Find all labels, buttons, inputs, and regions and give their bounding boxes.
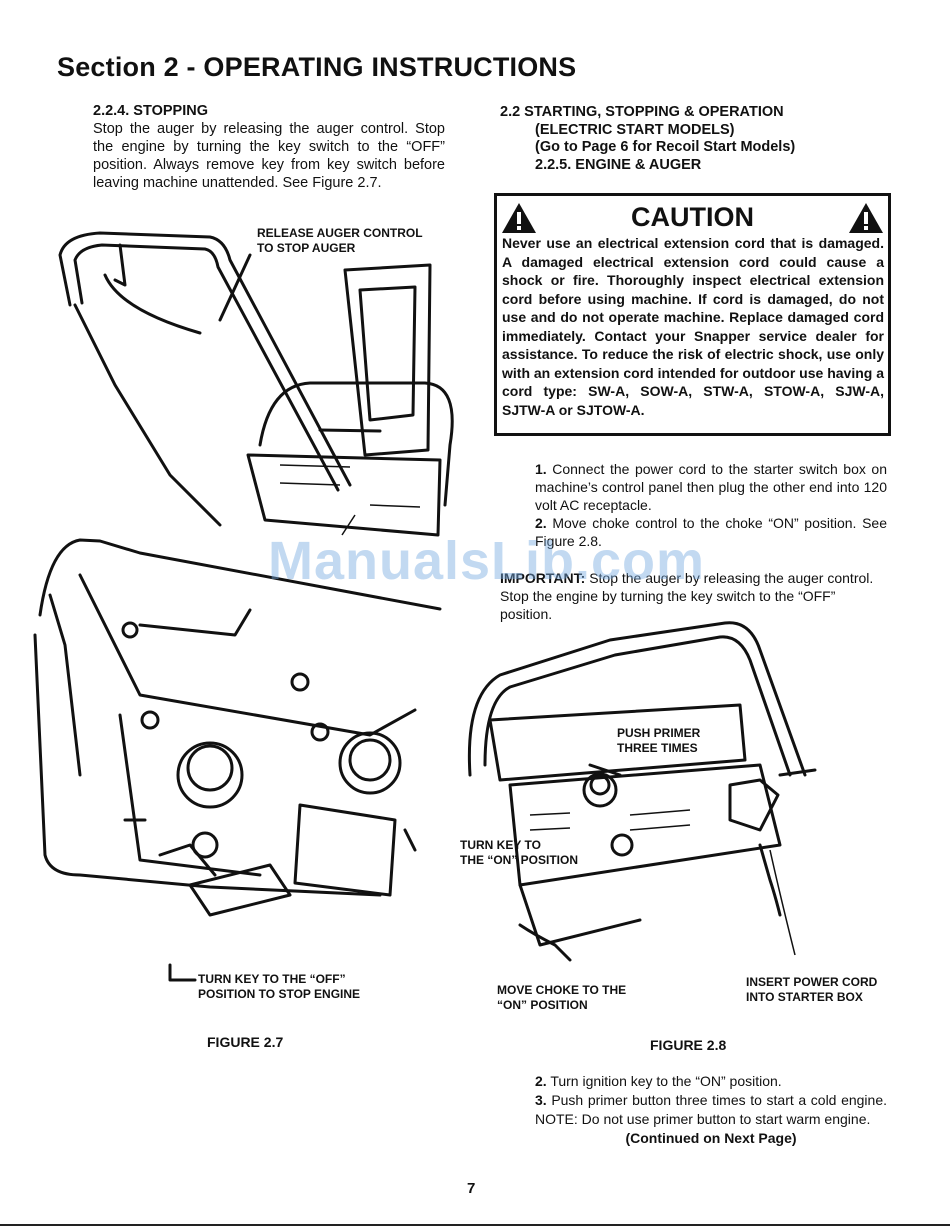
caution-title: CAUTION	[631, 202, 754, 232]
step-item: 2. Turn ignition key to the “ON” positio…	[535, 1072, 887, 1091]
step-item: 3. Push primer button three times to sta…	[535, 1091, 887, 1129]
caution-box: CAUTION Never use an electrical extensio…	[494, 193, 891, 436]
step-text: Connect the power cord to the starter sw…	[535, 461, 888, 513]
warning-triangle-icon	[502, 203, 536, 233]
important-note: IMPORTANT: Stop the auger by releasing t…	[500, 569, 887, 623]
steps-list-a: 1. Connect the power cord to the starter…	[535, 460, 887, 550]
callout-release-auger: RELEASE AUGER CONTROL TO STOP AUGER	[257, 226, 423, 256]
step-number: 3.	[535, 1092, 547, 1108]
callout-text: TURN KEY TO	[460, 838, 541, 852]
steps-list-b: 2. Turn ignition key to the “ON” positio…	[535, 1072, 887, 1148]
callout-text: THE “ON” POSITION	[460, 853, 579, 867]
caution-header: CAUTION	[497, 196, 888, 234]
step-item: 2. Move choke control to the choke “ON” …	[535, 514, 887, 550]
step-item: 1. Connect the power cord to the starter…	[535, 460, 887, 514]
callout-key-on: TURN KEY TO THE “ON” POSITION	[460, 838, 578, 868]
step-number: 2.	[535, 515, 547, 531]
important-label: IMPORTANT:	[500, 570, 586, 586]
callout-text: INSERT POWER CORD	[746, 975, 878, 989]
callout-text: POSITION TO STOP ENGINE	[198, 987, 361, 1001]
stopping-section: 2.2.4. STOPPING Stop the auger by releas…	[93, 102, 445, 192]
callout-text: RELEASE AUGER CONTROL	[257, 226, 423, 240]
callout-text: MOVE CHOKE TO THE	[497, 983, 627, 997]
continued-note: (Continued on Next Page)	[625, 1130, 797, 1146]
step-text: Move choke control to the choke “ON” pos…	[535, 515, 888, 549]
starting-heading-line1: 2.2 STARTING, STOPPING & OPERATION	[500, 104, 784, 120]
callout-text: INTO STARTER BOX	[746, 990, 863, 1004]
stopping-body: Stop the auger by releasing the auger co…	[93, 121, 445, 191]
callout-key-off: TURN KEY TO THE “OFF” POSITION TO STOP E…	[198, 972, 360, 1002]
figure-2-7-illustration	[33, 231, 454, 982]
callout-choke-on: MOVE CHOKE TO THE “ON” POSITION	[497, 983, 626, 1013]
starting-heading-line3: (Go to Page 6 for Recoil Start Models)	[535, 139, 796, 155]
starting-heading-line4: 2.2.5. ENGINE & AUGER	[535, 156, 702, 173]
figure-2-7-caption: FIGURE 2.7	[207, 1034, 284, 1050]
step-text: Push primer button three times to start …	[535, 1092, 888, 1127]
important-text: Stop the auger by releasing the auger co…	[500, 570, 874, 622]
starting-heading-line2: (ELECTRIC START MODELS)	[535, 121, 735, 138]
watermark: ManualsLib.com	[268, 531, 706, 591]
starting-heading: 2.2 STARTING, STOPPING & OPERATION (ELEC…	[500, 104, 880, 174]
figure-2-8-illustration	[467, 621, 817, 962]
step-text: Turn ignition key to the “ON” position.	[550, 1073, 782, 1089]
callout-push-primer: PUSH PRIMER THREE TIMES	[617, 726, 700, 756]
section-title: Section 2 - OPERATING INSTRUCTIONS	[57, 52, 577, 82]
scan-edge-line	[0, 1224, 950, 1226]
page-number: 7	[467, 1180, 476, 1197]
callout-text: THREE TIMES	[617, 741, 698, 755]
callout-text: “ON” POSITION	[497, 998, 588, 1012]
step-number: 2.	[535, 1073, 547, 1089]
callout-text: PUSH PRIMER	[617, 726, 701, 740]
step-number: 1.	[535, 461, 547, 477]
callout-text: TO STOP AUGER	[257, 241, 356, 255]
figure-2-8-caption: FIGURE 2.8	[650, 1037, 727, 1053]
warning-triangle-icon	[849, 203, 883, 233]
caution-text: Never use an electrical extension cord t…	[502, 235, 884, 418]
callout-insert-cord: INSERT POWER CORD INTO STARTER BOX	[746, 975, 877, 1005]
callout-text: TURN KEY TO THE “OFF”	[198, 972, 346, 986]
stopping-heading: 2.2.4. STOPPING	[93, 103, 208, 119]
